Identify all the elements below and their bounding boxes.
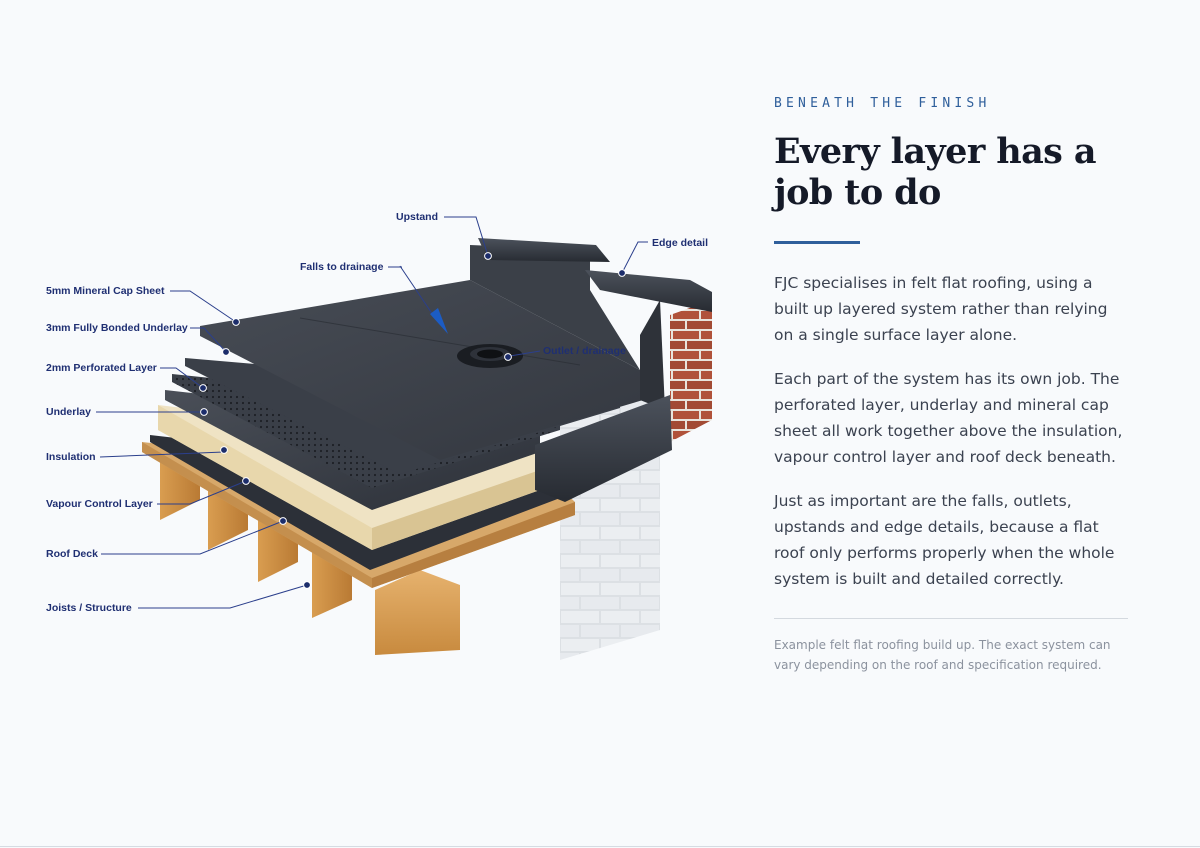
label-roof-deck: Roof Deck	[46, 548, 98, 560]
left-callouts	[96, 290, 311, 609]
label-outlet-drainage: Outlet / drainage	[543, 345, 626, 357]
roof-buildup-illustration: 5mm Mineral Cap Sheet 3mm Fully Bonded U…	[46, 211, 712, 660]
eyebrow: BENEATH THE FINISH	[774, 96, 991, 111]
label-joists-structure: Joists / Structure	[46, 602, 132, 614]
drainage-outlet	[457, 344, 523, 368]
label-fully-bonded-underlay: 3mm Fully Bonded Underlay	[46, 322, 188, 334]
section-heading: Every layer has a job to do	[774, 131, 1097, 213]
brick-wall	[670, 300, 712, 442]
label-vapour-control-layer: Vapour Control Layer	[46, 498, 153, 510]
paragraph-intro: FJC specialises in felt flat roofing, us…	[774, 274, 1108, 344]
paragraph-layers: Each part of the system has its own job.…	[774, 370, 1123, 466]
label-falls-to-drainage: Falls to drainage	[300, 261, 384, 273]
paragraph-details: Just as important are the falls, outlets…	[774, 492, 1115, 588]
bottom-border	[0, 846, 1200, 847]
divider	[774, 618, 1128, 619]
upstand	[470, 245, 640, 370]
diagram-caption: Example felt flat roofing build up. The …	[774, 638, 1111, 672]
edge-detail-trim	[535, 395, 672, 502]
text-panel: BENEATH THE FINISH Every layer has a job…	[774, 96, 1134, 675]
falls-arrow	[399, 265, 448, 334]
label-underlay: Underlay	[46, 406, 91, 418]
label-perforated-layer: 2mm Perforated Layer	[46, 362, 157, 374]
label-edge-detail: Edge detail	[652, 237, 708, 249]
accent-rule	[774, 241, 860, 244]
label-upstand: Upstand	[396, 211, 438, 223]
label-mineral-cap-sheet: 5mm Mineral Cap Sheet	[46, 285, 165, 297]
label-insulation: Insulation	[46, 451, 96, 463]
edge-trim	[585, 270, 712, 312]
top-callouts	[388, 216, 648, 361]
mineral-cap-sheet	[200, 280, 660, 460]
roof-buildup-diagram: 5mm Mineral Cap Sheet 3mm Fully Bonded U…	[0, 190, 740, 670]
